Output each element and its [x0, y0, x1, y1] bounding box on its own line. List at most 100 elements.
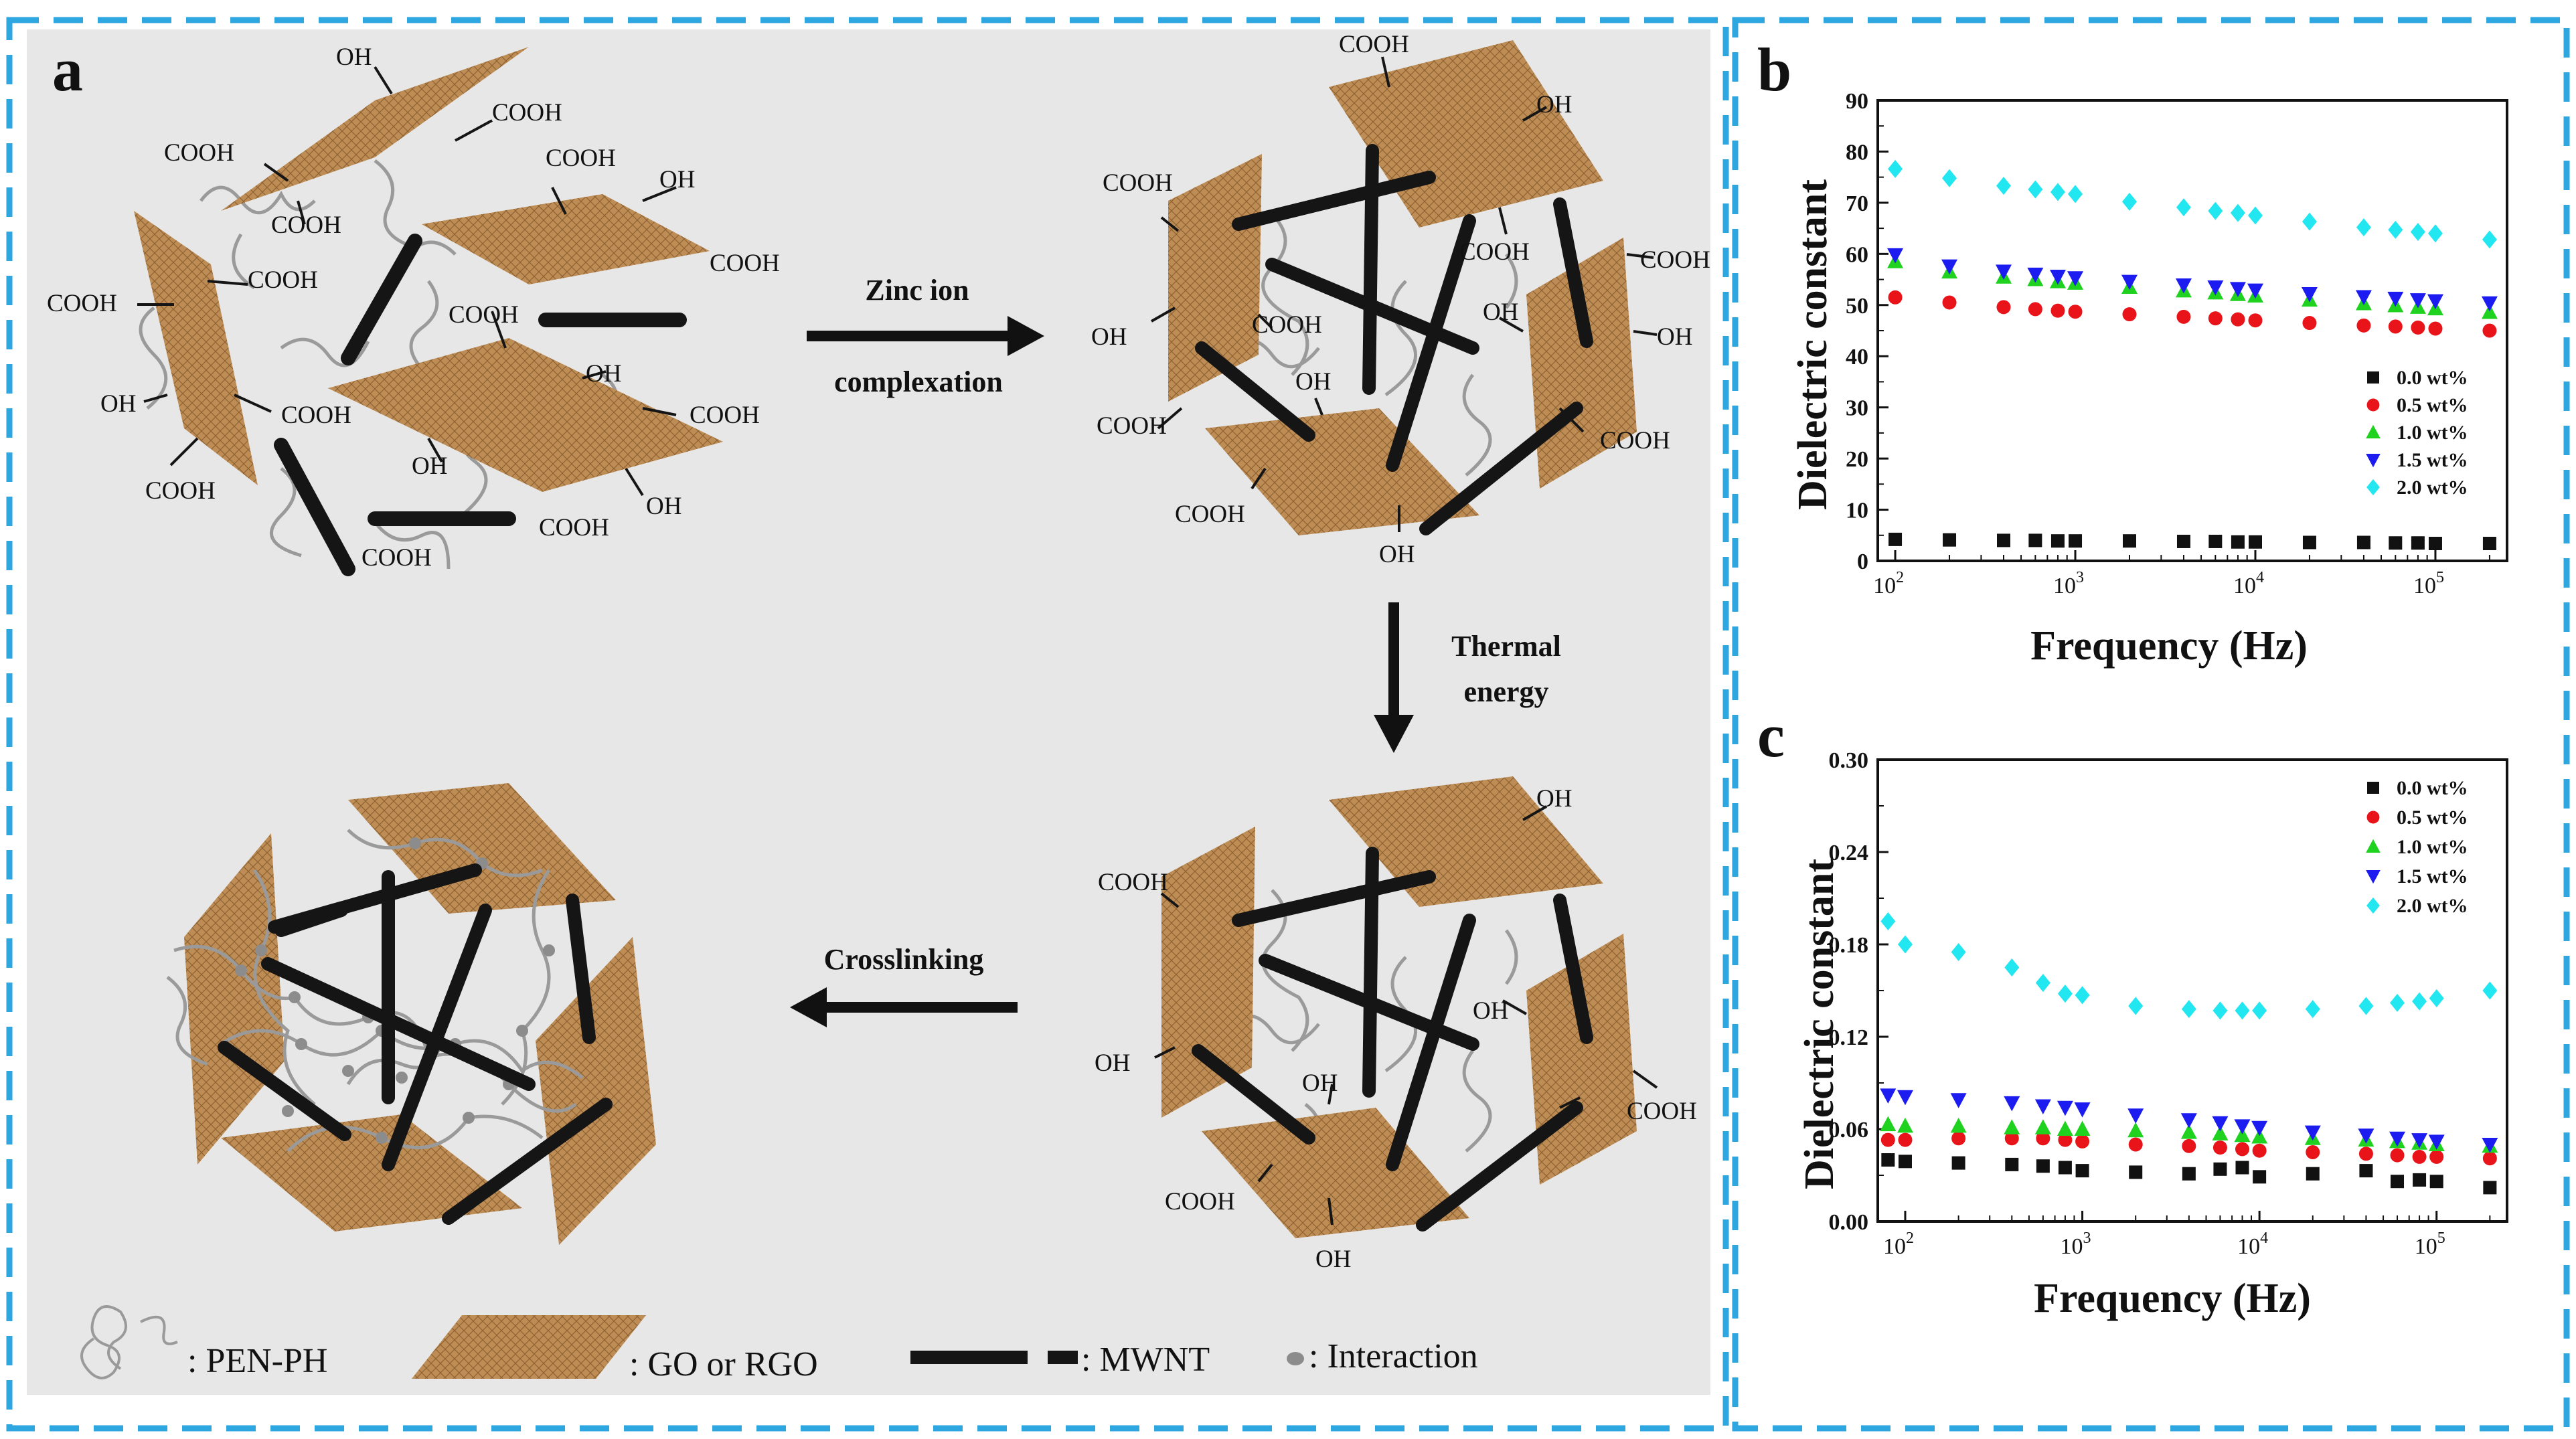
legend-interaction: : Interaction — [1309, 1337, 1478, 1375]
legend-entry: 0.0 wt% — [2397, 777, 2468, 799]
scene-thermal: OH COOH OH OH OH COOH COOH OH — [1095, 776, 1697, 1273]
x-tick-label: 104 — [2237, 1230, 2268, 1259]
data-point — [2481, 303, 2498, 319]
label-oh: OH — [1095, 1049, 1130, 1077]
y-tick-label: 0 — [1857, 549, 1868, 574]
data-point — [1880, 1116, 1897, 1132]
data-point — [2411, 320, 2425, 335]
data-point — [2050, 303, 2065, 318]
data-point — [1898, 1132, 1913, 1147]
data-point — [2231, 535, 2245, 549]
data-point — [2034, 1119, 2051, 1134]
scene-crosslinked — [166, 783, 656, 1245]
data-point — [1943, 533, 1957, 547]
data-point — [1950, 1093, 1967, 1108]
data-point — [2359, 1164, 2373, 1178]
chart-c-ylabel: Dielectric constant — [1797, 859, 1842, 1189]
data-point — [2252, 1001, 2267, 1020]
data-point — [2129, 1165, 2143, 1179]
data-point — [2068, 185, 2083, 203]
data-point — [1897, 1117, 1913, 1133]
data-point — [1942, 295, 1957, 310]
plot-frame — [1876, 758, 2508, 1223]
data-point — [2251, 1120, 2268, 1136]
data-point — [2355, 290, 2372, 306]
label-cooh: COOH — [1097, 412, 1167, 440]
data-point — [2391, 1175, 2405, 1189]
data-point — [2428, 321, 2443, 336]
x-tick-label: 105 — [2415, 1230, 2445, 1259]
data-point — [2004, 1096, 2020, 1112]
data-point — [2234, 1119, 2251, 1134]
data-point — [2387, 291, 2404, 307]
data-point — [2302, 212, 2317, 231]
label-oh: OH — [659, 166, 695, 193]
label-cooh: COOH — [361, 544, 432, 572]
data-point — [2212, 1116, 2229, 1132]
label-cooh: COOH — [1640, 246, 1710, 274]
data-point — [2180, 1124, 2197, 1139]
data-point — [1880, 1088, 1897, 1104]
data-point — [2181, 1000, 2196, 1019]
data-point — [2389, 536, 2403, 550]
functional-bonds — [137, 66, 677, 497]
data-point — [2122, 307, 2137, 322]
legend-marker — [2367, 371, 2379, 384]
data-point — [2388, 319, 2403, 334]
legend-mwnt: : MWNT — [1081, 1341, 1210, 1379]
x-tick-label: 102 — [1873, 569, 1904, 598]
label-cooh: COOH — [492, 99, 562, 126]
data-point — [1951, 1131, 1966, 1146]
data-point — [2427, 224, 2443, 243]
data-point — [2036, 1131, 2050, 1146]
legend-entry: 2.0 wt% — [2397, 477, 2468, 499]
data-point — [2390, 1148, 2405, 1163]
data-point — [1887, 248, 1904, 264]
label-cooh: COOH — [248, 266, 318, 294]
data-point — [2428, 1134, 2445, 1150]
data-point — [2057, 985, 2073, 1003]
label-cooh: COOH — [449, 301, 519, 329]
nanotubes — [274, 234, 687, 576]
data-point — [2301, 286, 2318, 303]
data-point — [1951, 943, 1966, 961]
data-point — [2004, 1131, 2019, 1146]
label-cooh: COOH — [1103, 169, 1173, 197]
panel-b-label: b — [1757, 35, 1791, 104]
y-tick-label: 90 — [1846, 89, 1868, 114]
legend-entry: 0.5 wt% — [2397, 807, 2468, 829]
data-point — [1888, 290, 1903, 305]
label-oh: OH — [1536, 785, 1572, 813]
x-tick-label: 104 — [2233, 569, 2264, 598]
data-point — [2208, 311, 2223, 326]
y-tick-label: 0.12 — [1829, 1025, 1869, 1050]
data-point — [2482, 323, 2497, 338]
y-tick-label: 0.00 — [1829, 1210, 1869, 1235]
data-point — [2253, 1170, 2267, 1184]
data-point — [2176, 534, 2190, 548]
group-labels: OH COOH COOH COOH COOH OH COOH COOH COOH… — [47, 44, 780, 572]
data-point — [2067, 271, 2084, 286]
y-tick-label: 10 — [1846, 499, 1868, 523]
data-point — [2482, 981, 2498, 1000]
data-point — [1898, 1155, 1912, 1169]
data-point — [2028, 533, 2042, 547]
y-tick-label: 60 — [1846, 242, 1868, 267]
data-point — [2358, 997, 2374, 1015]
legend-marker — [2366, 897, 2380, 914]
data-point — [2251, 1128, 2268, 1144]
zinc-ion-label: Zinc ion — [865, 274, 969, 307]
panel-c-label: c — [1757, 701, 1785, 770]
data-point — [2121, 274, 2138, 290]
label-oh: OH — [1473, 997, 1508, 1025]
arrow-zinc-complexation: Zinc ion complexation — [807, 274, 1044, 398]
panel-a-label: a — [52, 35, 83, 104]
data-point — [2305, 1000, 2320, 1019]
data-point — [2247, 283, 2263, 299]
label-cooh: COOH — [546, 145, 616, 172]
legend-go-rgo: : GO or RGO — [629, 1345, 818, 1383]
arrow-crosslinking: Crosslinking — [790, 943, 1018, 1027]
data-point — [2212, 1001, 2228, 1020]
data-point — [2004, 1119, 2020, 1134]
data-point — [2075, 986, 2090, 1005]
